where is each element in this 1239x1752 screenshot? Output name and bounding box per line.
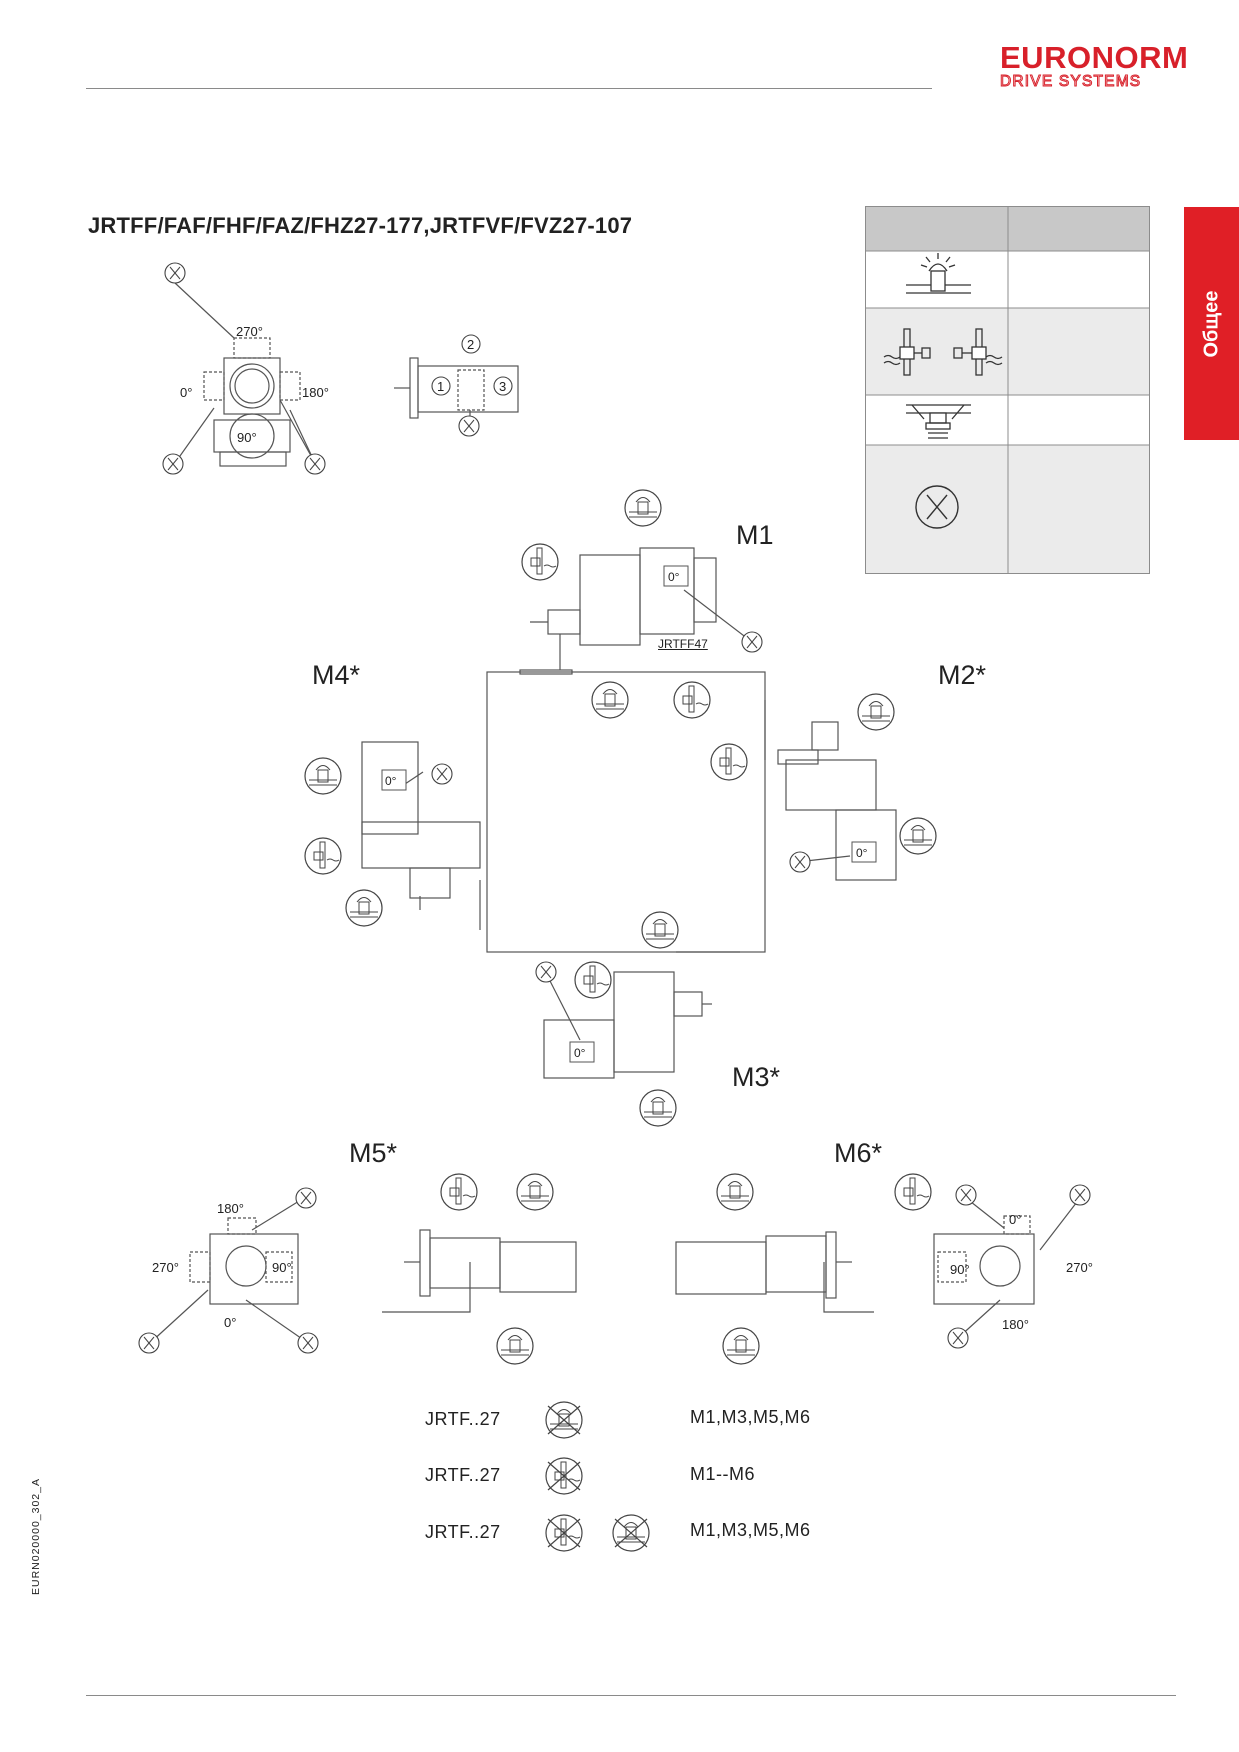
motor-m1 (519, 547, 717, 675)
logo-subtitle: DRIVE SYSTEMS (999, 73, 1142, 91)
drain-plug-icon (906, 404, 971, 439)
oil-level-marker (304, 837, 342, 875)
side-number-3: 3 (499, 379, 507, 394)
side-number-1: 1 (437, 379, 445, 394)
breather-marker (716, 1173, 754, 1211)
mounting-position-m5: M5* (349, 1138, 398, 1168)
terminal-position-marker (955, 1184, 977, 1206)
m6-side-view (675, 1231, 874, 1313)
terminal-angle-m1: 0° (668, 570, 680, 584)
drain-marker (496, 1327, 534, 1365)
terminal-position-marker (297, 1332, 319, 1354)
restriction-model-2: JRTF..27 (425, 1465, 501, 1485)
breather-marker (641, 911, 679, 949)
document-id: EURN020000_302_A (30, 1478, 42, 1595)
breather-icon (906, 253, 971, 294)
restriction-model-3: JRTF..27 (425, 1522, 501, 1542)
m5-angle-90: 90° (272, 1260, 292, 1275)
symbol-legend-table (865, 206, 1150, 574)
header-rule (86, 88, 932, 89)
mounting-position-m2: M2* (938, 660, 987, 690)
terminal-position-marker (947, 1327, 969, 1349)
motor-m3 (543, 951, 740, 1079)
mounting-position-m1: M1 (736, 520, 774, 550)
angle-position-view (174, 282, 316, 467)
drain-marker (639, 1089, 677, 1127)
breather-marker (516, 1173, 554, 1211)
terminal-position-marker (431, 763, 453, 785)
restriction-model-1: JRTF..27 (425, 1409, 501, 1429)
m6-angle-270: 270° (1066, 1260, 1093, 1275)
restriction-symbol-4 (612, 1514, 650, 1552)
breather-marker (857, 693, 895, 731)
m6-angle-90: 90° (950, 1262, 970, 1277)
mounting-plate (486, 671, 766, 953)
restriction-positions-3: M1,M3,M5,M6 (690, 1520, 811, 1540)
footer-rule (86, 1695, 1176, 1696)
terminal-position-marker (1069, 1184, 1091, 1206)
breather-marker (624, 489, 662, 527)
drain-marker (722, 1327, 760, 1365)
terminal-position-marker (162, 453, 184, 475)
terminal-position-marker (741, 631, 763, 653)
restriction-symbol-1 (545, 1401, 583, 1439)
terminal-position-marker (458, 415, 480, 437)
oil-level-marker (574, 961, 612, 999)
m5-front-view (149, 1197, 309, 1344)
drain-marker (899, 817, 937, 855)
mounting-position-m3: M3* (732, 1062, 781, 1092)
legend-table-graphic (866, 207, 1149, 573)
m5-side-view (382, 1229, 577, 1313)
restriction-positions-1: M1,M3,M5,M6 (690, 1407, 811, 1427)
logo: EURONORM (1000, 40, 1189, 75)
m5-angle-0: 0° (224, 1315, 237, 1330)
terminal-box-position-icon (915, 485, 959, 529)
m5-angle-270: 270° (152, 1260, 179, 1275)
terminal-position-marker (295, 1187, 317, 1209)
terminal-angle-m4: 0° (385, 774, 397, 788)
page-title: JRTFF/FAF/FHF/FAZ/FHZ27-177,JRTFVF/FVZ27… (88, 213, 633, 238)
section-tab[interactable]: Общее (1184, 207, 1239, 440)
breather-marker (304, 757, 342, 795)
mounting-position-m6: M6* (834, 1138, 883, 1168)
oil-level-icon (883, 328, 1003, 376)
m6-angle-180: 180° (1002, 1317, 1029, 1332)
angle-270-label: 270° (236, 324, 263, 339)
mounting-position-m4: M4* (312, 660, 361, 690)
oil-level-marker (521, 543, 559, 581)
restriction-positions-2: M1--M6 (690, 1464, 755, 1484)
motor-m2 (764, 700, 897, 881)
angle-180-label: 180° (302, 385, 329, 400)
terminal-position-marker (789, 851, 811, 873)
restriction-symbol-3 (545, 1514, 583, 1552)
angle-90-label: 90° (237, 430, 257, 445)
oil-level-marker (440, 1173, 478, 1211)
restriction-symbol-2 (545, 1457, 583, 1495)
oil-level-marker (710, 743, 748, 781)
terminal-position-marker (304, 453, 326, 475)
oil-level-marker (894, 1173, 932, 1211)
drain-marker (345, 889, 383, 927)
terminal-angle-m3: 0° (574, 1046, 586, 1060)
terminal-position-marker (535, 961, 557, 983)
model-note: JRTFF47 (658, 637, 708, 651)
side-number-2: 2 (467, 337, 475, 352)
oil-level-marker (673, 681, 711, 719)
angle-0-label: 0° (180, 385, 193, 400)
m6-angle-0: 0° (1009, 1212, 1022, 1227)
side-number-markers (431, 334, 513, 396)
motor-m4 (361, 741, 481, 930)
terminal-position-marker (138, 1332, 160, 1354)
terminal-angle-m2: 0° (856, 846, 868, 860)
drain-marker (591, 681, 629, 719)
terminal-position-marker (164, 262, 186, 284)
m5-angle-180: 180° (217, 1201, 244, 1216)
